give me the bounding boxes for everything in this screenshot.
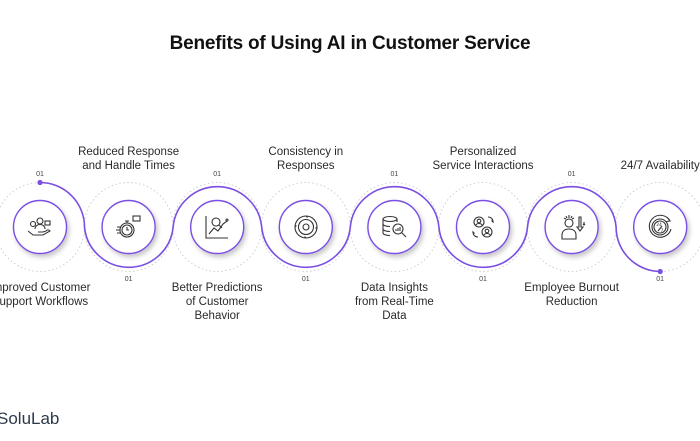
target-cycle-icon bbox=[286, 207, 326, 247]
user-exchange-icon bbox=[463, 207, 503, 247]
brand-logo-text: SoluLab bbox=[0, 409, 60, 428]
wave-connector bbox=[39, 181, 661, 273]
step-label-line: Reduction bbox=[545, 295, 598, 308]
dotted-ring bbox=[615, 182, 700, 272]
wave-end-dot bbox=[657, 268, 663, 275]
step-label-line: Consistency in bbox=[268, 145, 344, 158]
wave-start-dot bbox=[37, 179, 43, 186]
step-label-line: Reduced Response bbox=[78, 145, 180, 158]
customer-support-icon bbox=[20, 207, 60, 247]
step-label-line: Service Interactions bbox=[432, 159, 534, 172]
step-circle bbox=[12, 199, 68, 255]
step-circle bbox=[189, 199, 245, 255]
stopwatch-chat-icon bbox=[109, 207, 149, 247]
analytics-chart-icon bbox=[197, 207, 237, 247]
step-number: 01 bbox=[213, 170, 222, 178]
step-label-line: from Real-Time bbox=[354, 295, 434, 308]
step-label-line: Data bbox=[382, 309, 407, 322]
step-label-line: Data Insights bbox=[360, 281, 428, 294]
step-label-line: Behavior bbox=[194, 309, 240, 322]
step-circle bbox=[455, 199, 511, 255]
svg-text:24: 24 bbox=[656, 222, 662, 228]
step-number: 01 bbox=[390, 170, 399, 178]
step-circle bbox=[544, 199, 599, 255]
step-label-line: Better Predictions bbox=[171, 281, 263, 294]
stressed-person-icon bbox=[552, 207, 592, 247]
step-label-line: Support Workflows bbox=[0, 295, 89, 308]
step-label-line: of Customer bbox=[185, 295, 249, 308]
step-label-line: Improved Customer bbox=[0, 281, 91, 294]
step-label: 24/7 Availability bbox=[580, 159, 700, 173]
database-search-icon bbox=[374, 207, 414, 247]
step-label-line: Personalized bbox=[449, 145, 517, 158]
svg-text:7: 7 bbox=[661, 228, 664, 234]
step-label-line: Employee Burnout bbox=[524, 281, 619, 294]
step-circle bbox=[278, 199, 333, 255]
step-circle bbox=[101, 199, 156, 255]
step-label-line: 24/7 Availability bbox=[620, 159, 700, 172]
step-number: 01 bbox=[656, 275, 665, 283]
step-label-line: and Handle Times bbox=[82, 159, 175, 172]
step-number: 01 bbox=[479, 275, 487, 283]
step-number: 01 bbox=[301, 275, 310, 283]
diagram-title: Benefits of Using AI in Customer Service bbox=[169, 33, 531, 54]
step-number: 01 bbox=[567, 170, 576, 178]
step-number: 01 bbox=[36, 170, 44, 178]
step-circle bbox=[633, 199, 688, 255]
step-number: 01 bbox=[124, 275, 133, 283]
step-label-line: Responses bbox=[277, 159, 335, 172]
